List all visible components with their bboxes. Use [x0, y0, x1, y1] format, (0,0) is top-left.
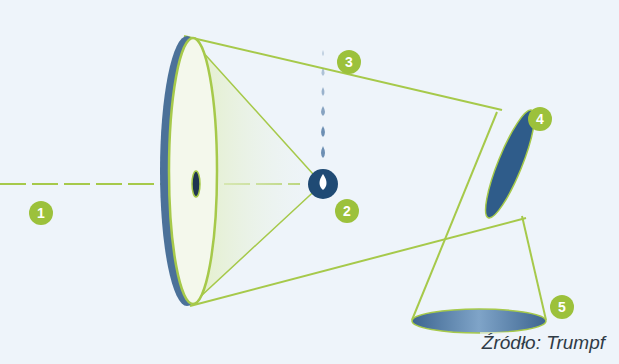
callout-number: 3: [337, 50, 361, 74]
callout-number: 1: [29, 201, 53, 225]
callout-number: 4: [528, 107, 552, 131]
callout-number: 5: [550, 295, 574, 319]
callout-number: 2: [335, 199, 359, 223]
source-watermark: Źródło: Trumpf: [480, 332, 607, 354]
